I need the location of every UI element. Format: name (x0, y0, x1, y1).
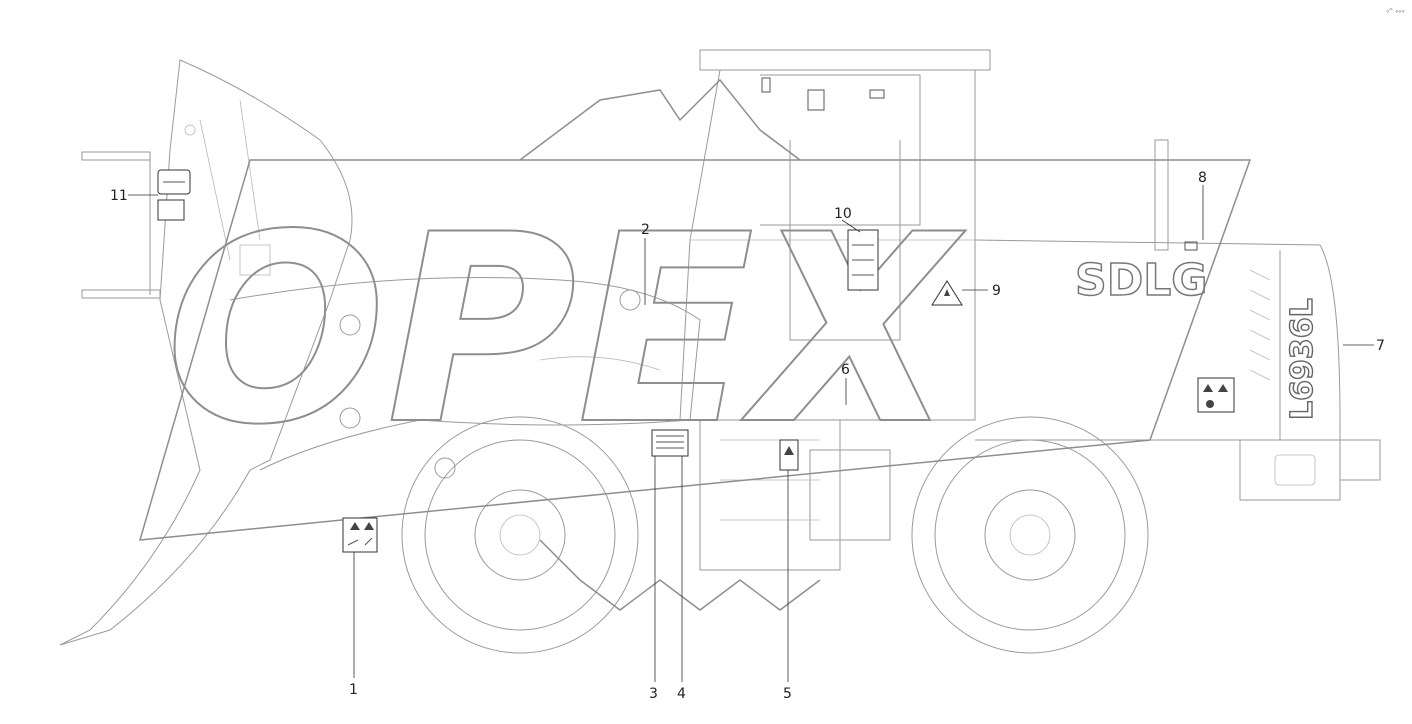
decal-1 (342, 517, 378, 553)
callout-10: 10 (834, 206, 852, 222)
callout-8: 8 (1198, 170, 1207, 186)
watermark-text: OPEX (165, 180, 965, 482)
callout-1: 1 (349, 682, 358, 698)
callout-5: 5 (783, 686, 792, 702)
decal-10 (847, 229, 879, 291)
decal-11 (157, 169, 191, 221)
cab (679, 49, 991, 421)
boom-arm (229, 277, 701, 471)
decal-9 (931, 280, 963, 306)
callout-4: 4 (677, 686, 686, 702)
callout-7: 7 (1376, 338, 1385, 354)
leader-lines (128, 185, 1374, 682)
decal-8-area (1184, 241, 1198, 251)
callout-9: 9 (992, 283, 1001, 299)
decal-2 (651, 429, 689, 457)
callout-11: 11 (110, 188, 128, 204)
callout-6: 6 (841, 362, 850, 378)
corner-mark: ◦ᵔ ◦◦◦ (1386, 6, 1405, 16)
decal-5 (779, 439, 799, 471)
loader-outline (59, 49, 1381, 654)
callouts: 1 2 3 4 5 6 7 8 9 10 11 (110, 170, 1385, 702)
bucket (59, 59, 353, 646)
model-label: L6936L (1285, 298, 1320, 420)
callout-3: 3 (649, 686, 658, 702)
callout-2: 2 (641, 222, 650, 238)
front-tire (401, 416, 639, 654)
engine-hood (974, 239, 1381, 501)
watermark: OPEX (138, 78, 1252, 611)
brand-logo: SDLG (1075, 255, 1207, 306)
decal-7 (1197, 377, 1235, 413)
